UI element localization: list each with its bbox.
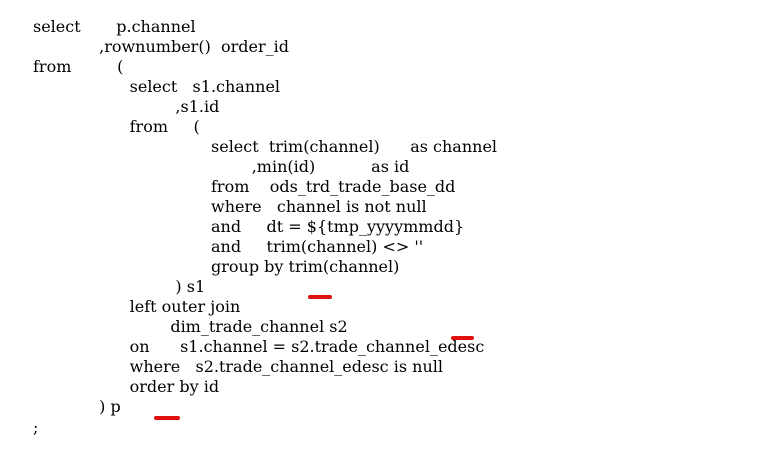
underline-mark-s2: [451, 336, 474, 340]
sql-line-12: and trim(channel) <> '': [33, 237, 424, 256]
sql-line-19: order by id: [33, 377, 220, 396]
sql-line-9: from ods_trd_trade_base_dd: [33, 177, 456, 196]
sql-line-15: left outer join: [33, 297, 241, 316]
sql-line-11: and dt = ${tmp_yyyymmdd}: [33, 217, 465, 236]
sql-line-10: where channel is not null: [33, 197, 427, 216]
sql-line-14: ) s1: [33, 277, 206, 296]
sql-line-1: select p.channel: [33, 17, 196, 36]
sql-line-8: ,min(id) as id: [33, 157, 410, 176]
sql-line-4: select s1.channel: [33, 77, 281, 96]
sql-line-6: from (: [33, 117, 200, 136]
sql-line-2: ,rownumber() order_id: [33, 37, 289, 56]
sql-line-18: where s2.trade_channel_edesc is null: [33, 357, 443, 376]
underline-mark-p: [154, 416, 180, 420]
underline-mark-s1: [308, 295, 332, 299]
sql-line-5: ,s1.id: [33, 97, 220, 116]
sql-line-3: from (: [33, 57, 124, 76]
sql-line-13: group by trim(channel): [33, 257, 400, 276]
sql-line-17: on s1.channel = s2.trade_channel_edesc: [33, 337, 485, 356]
sql-line-21: ;: [33, 418, 39, 437]
sql-line-20: ) p: [33, 397, 121, 416]
sql-line-16: dim_trade_channel s2: [33, 317, 348, 336]
sql-line-7: select trim(channel) as channel: [33, 137, 498, 156]
